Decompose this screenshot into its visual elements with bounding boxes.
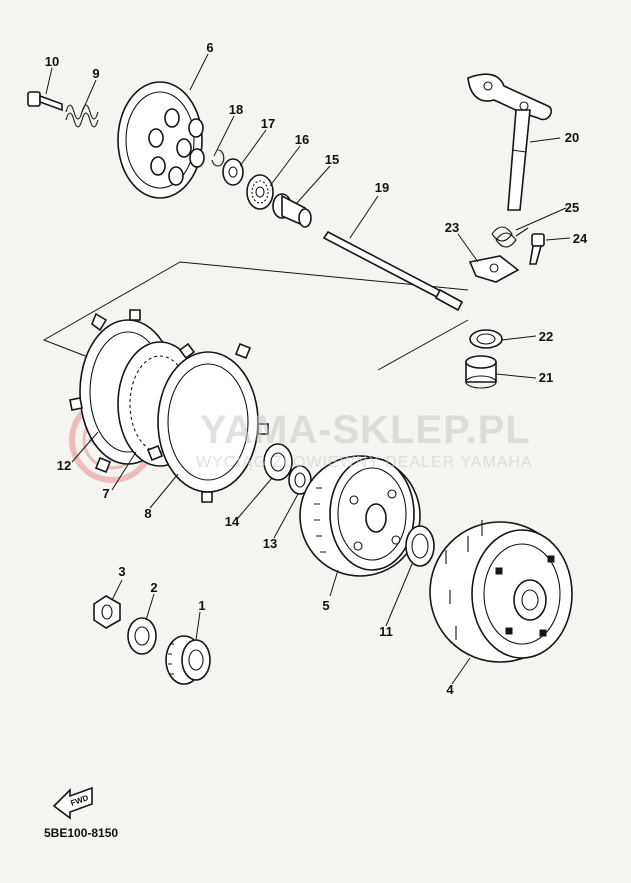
push-lever-shaft [467,73,553,211]
lock-washer-2 [127,617,157,655]
label-19: 19 [375,180,389,195]
label-18: 18 [229,102,243,117]
bearing [246,174,274,210]
label-22: 22 [539,329,553,344]
label-15: 15 [325,152,339,167]
label-25: 25 [565,200,579,215]
label-4: 4 [446,682,454,697]
clutch-housing [429,520,573,663]
label-2: 2 [150,580,157,595]
label-7: 7 [102,486,109,501]
oil-seal [469,329,503,349]
plate-bolt [529,233,545,265]
push-rod [322,230,464,312]
friction-plate-2 [146,342,269,503]
primary-drive-gear [165,635,211,685]
label-21: 21 [539,370,553,385]
lock-washer [288,465,312,495]
label-16: 16 [295,132,309,147]
label-3: 3 [118,564,125,579]
label-9: 9 [92,66,99,81]
fwd-arrow-icon: FWD [52,786,93,820]
circlip [211,149,225,167]
nut [93,595,121,629]
boss-washer [405,525,435,567]
bolt [27,91,63,112]
part-labels: 6 10 9 18 17 16 15 19 20 25 24 23 22 21 … [45,40,588,697]
label-24: 24 [573,231,588,246]
push-rod-piece [272,193,312,228]
label-12: 12 [57,458,71,473]
clutch-boss [299,455,421,577]
label-20: 20 [565,130,579,145]
label-14: 14 [225,514,240,529]
label-10: 10 [45,54,59,69]
clutch-spring [65,104,99,128]
label-17: 17 [261,116,275,131]
watermark-subtext: WYCIĄG ZŁOWIEWNY DEALER YAMAHA [196,454,533,471]
label-13: 13 [263,536,277,551]
leader-lines [45,53,571,685]
label-8: 8 [144,506,151,521]
torsion-spring [491,226,529,248]
watermark-text: YAMA-SKLEP.PL [200,408,531,452]
lever-plate [468,255,520,283]
bushing [465,355,497,389]
label-6: 6 [206,40,213,55]
washer [222,158,244,186]
assembly-outline [42,261,469,378]
label-11: 11 [379,624,393,639]
pressure-plate [117,81,205,199]
label-5: 5 [322,598,329,613]
reference-code: 5BE100-8150 [44,826,119,840]
label-23: 23 [445,220,459,235]
label-1: 1 [198,598,205,613]
thrust-washer [263,443,293,481]
